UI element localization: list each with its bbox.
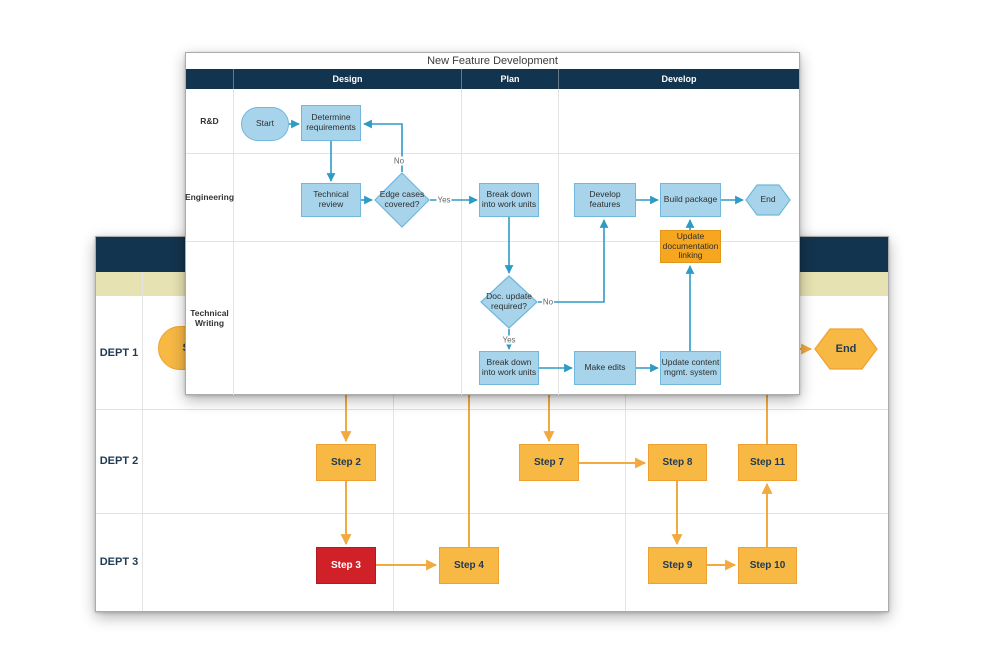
node-update-content-mgmt-system[interactable]: Update content mgmt. system [660,351,721,385]
back-column-divider [393,296,394,611]
lane-label-dept-1: DEPT 1 [99,346,139,359]
node-step-8[interactable]: Step 8 [648,444,707,481]
lane-label-engineering: Engineering [184,191,235,202]
node-step-10[interactable]: Step 10 [738,547,797,584]
lane-label-technical-writing: Technical Writing [190,307,229,328]
column-header-develop: Develop [558,69,799,89]
diamond-shape [374,172,430,228]
feature-flowchart-diagram: New Feature Development Design Plan Deve… [185,52,800,395]
front-lane-divider [186,241,799,242]
column-header-plan: Plan [461,69,558,89]
node-update-documentation-linking[interactable]: Update documentation linking [660,230,721,263]
lane-label-dept-2: DEPT 2 [99,455,139,467]
back-lane-divider [96,513,888,514]
edge-label-yes: Yes [436,195,452,205]
diamond-shape [480,275,538,329]
node-make-edits[interactable]: Make edits [574,351,636,385]
lane-label-dept-3: DEPT 3 [99,556,139,568]
front-connectors [289,119,744,373]
edge-label-no: No [541,297,555,307]
node-step-4[interactable]: Step 4 [439,547,499,584]
front-lane-divider [186,153,799,154]
node-step-3[interactable]: Step 3 [316,547,376,584]
hexagon-shape [745,184,791,216]
node-doc-update-decision[interactable]: Doc. update required? [480,275,538,329]
node-determine-requirements[interactable]: Determine requirements [301,105,361,141]
node-edge-cases-decision[interactable]: Edge cases covered? [374,172,430,228]
connector [538,219,609,303]
node-step-7[interactable]: Step 7 [519,444,579,481]
node-develop-features[interactable]: Develop features [574,183,636,217]
node-start[interactable]: Start [241,107,289,141]
lane-label-rnd: R&D [200,115,219,126]
node-build-package[interactable]: Build package [660,183,721,217]
node-end[interactable]: End [745,184,791,216]
back-column-divider [625,296,626,611]
front-header-bar [186,69,799,89]
back-label-column-divider [142,272,143,611]
back-lane-divider [96,409,888,410]
front-column-divider [558,89,559,395]
node-step-2[interactable]: Step 2 [316,444,376,481]
node-break-down-work-units-eng[interactable]: Break down into work units [479,183,539,217]
node-end[interactable]: End [814,328,878,370]
edge-label-yes: Yes [501,335,517,345]
front-column-divider [233,89,234,395]
edge-label-no: No [392,156,406,166]
diagram-title: New Feature Development [427,55,558,67]
node-technical-review[interactable]: Technical review [301,183,361,217]
hexagon-shape [814,328,878,370]
node-step-9[interactable]: Step 9 [648,547,707,584]
node-step-11[interactable]: Step 11 [738,444,797,481]
node-break-down-work-units-tw[interactable]: Break down into work units [479,351,539,385]
front-column-divider [461,89,462,395]
column-header-design: Design [233,69,461,89]
